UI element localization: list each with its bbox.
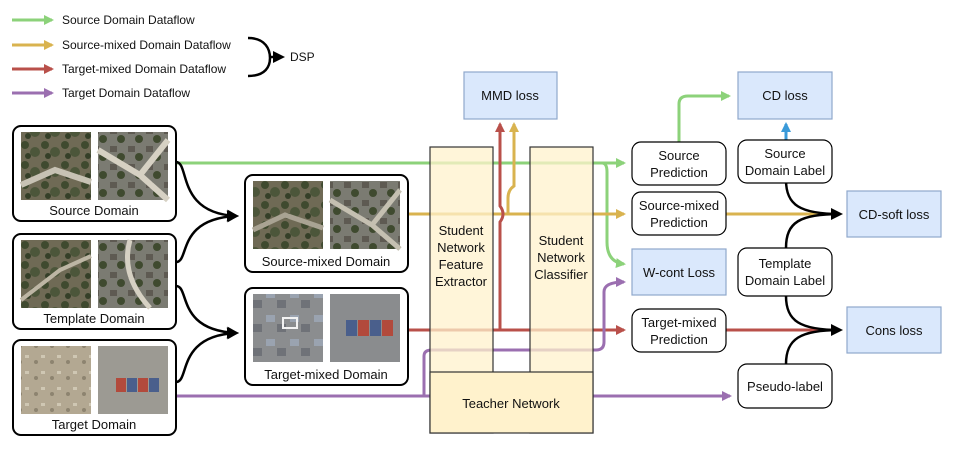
cd-soft-loss-box: CD-soft loss — [846, 190, 942, 238]
feature-extractor-line-3: Feature — [439, 257, 484, 272]
target-mixed-prediction-line-2: Prediction — [650, 332, 708, 347]
source-mixed-prediction-box: Source-mixed Prediction — [631, 191, 727, 236]
teacher-network-label: Teacher Network — [462, 396, 560, 411]
cons-loss-box: Cons loss — [846, 306, 942, 354]
source-prediction-line-1: Source — [658, 148, 699, 163]
source-mixed-domain-box: Source-mixed Domain — [244, 174, 409, 273]
target-to-wcont-line — [422, 277, 626, 396]
pseudo-label-box: Pseudo-label — [737, 363, 833, 409]
target-mixed-prediction-line-1: Target-mixed — [641, 315, 716, 330]
target-mixed-domain-box: Target-mixed Domain — [244, 287, 409, 386]
feature-extractor-line-1: Student — [439, 223, 484, 238]
target-mixed-domain-label: Target-mixed Domain — [264, 367, 388, 382]
legend-dsp-brace — [247, 36, 272, 78]
source-mixed-prediction-line-2: Prediction — [650, 215, 708, 230]
mmd-loss-box: MMD loss — [463, 71, 558, 120]
cd-soft-loss-label: CD-soft loss — [859, 207, 930, 222]
legend-source-mixed-label: Source-mixed Domain Dataflow — [62, 38, 231, 52]
feature-extractor-line-4: Extractor — [435, 274, 488, 289]
source-prediction-box: Source Prediction — [631, 141, 727, 186]
source-domain-label: Source Domain — [49, 203, 139, 218]
target-mixed-to-mmd-line — [495, 122, 505, 330]
teacher-network: Teacher Network — [429, 371, 594, 434]
source-prediction-to-cd-line — [677, 91, 731, 142]
w-cont-loss-label: W-cont Loss — [643, 265, 716, 280]
source-domain-label-line-2: Domain Label — [745, 163, 825, 178]
cd-loss-label: CD loss — [762, 88, 808, 103]
dsp-connectors — [175, 160, 843, 384]
legend-target-mixed-label: Target-mixed Domain Dataflow — [62, 62, 226, 76]
template-domain-label: Template Domain — [43, 311, 144, 326]
cd-loss-box: CD loss — [737, 71, 833, 120]
cons-loss-label: Cons loss — [865, 323, 923, 338]
source-dataflow — [176, 91, 731, 269]
source-image-1 — [21, 132, 91, 200]
target-mixed-prediction-box: Target-mixed Prediction — [631, 308, 727, 353]
template-image-2 — [98, 240, 168, 308]
classifier-line-1: Student — [539, 233, 584, 248]
legend-target-label: Target Domain Dataflow — [62, 86, 190, 100]
source-mixed-prediction-line-1: Source-mixed — [639, 198, 719, 213]
source-domain-label-line-1: Source — [764, 146, 805, 161]
template-domain-label-line-1: Template — [759, 256, 812, 271]
template-domain-box: Template Domain — [12, 233, 177, 330]
source-domain-box: Source Domain — [12, 125, 177, 222]
mmd-loss-label: MMD loss — [481, 88, 539, 103]
target-domain-label: Target Domain — [52, 417, 137, 432]
source-prediction-line-2: Prediction — [650, 165, 708, 180]
feature-extractor-line-2: Network — [437, 240, 485, 255]
source-domain-label-box: Source Domain Label — [737, 139, 833, 184]
classifier-line-3: Classifier — [534, 267, 588, 282]
target-image-1 — [21, 346, 91, 414]
pseudo-label-text: Pseudo-label — [747, 379, 823, 394]
legend-dsp-label: DSP — [290, 50, 315, 64]
w-cont-loss-box: W-cont Loss — [631, 248, 727, 296]
template-domain-label-box: Template Domain Label — [737, 247, 833, 297]
template-domain-label-line-2: Domain Label — [745, 273, 825, 288]
source-mixed-domain-label: Source-mixed Domain — [262, 254, 391, 269]
legend: Source Domain Dataflow Source-mixed Doma… — [12, 13, 315, 100]
source-mixed-to-mmd-line — [506, 122, 519, 214]
classifier-line-2: Network — [537, 250, 585, 265]
target-domain-box: Target Domain — [12, 339, 177, 436]
legend-source-label: Source Domain Dataflow — [62, 13, 195, 27]
